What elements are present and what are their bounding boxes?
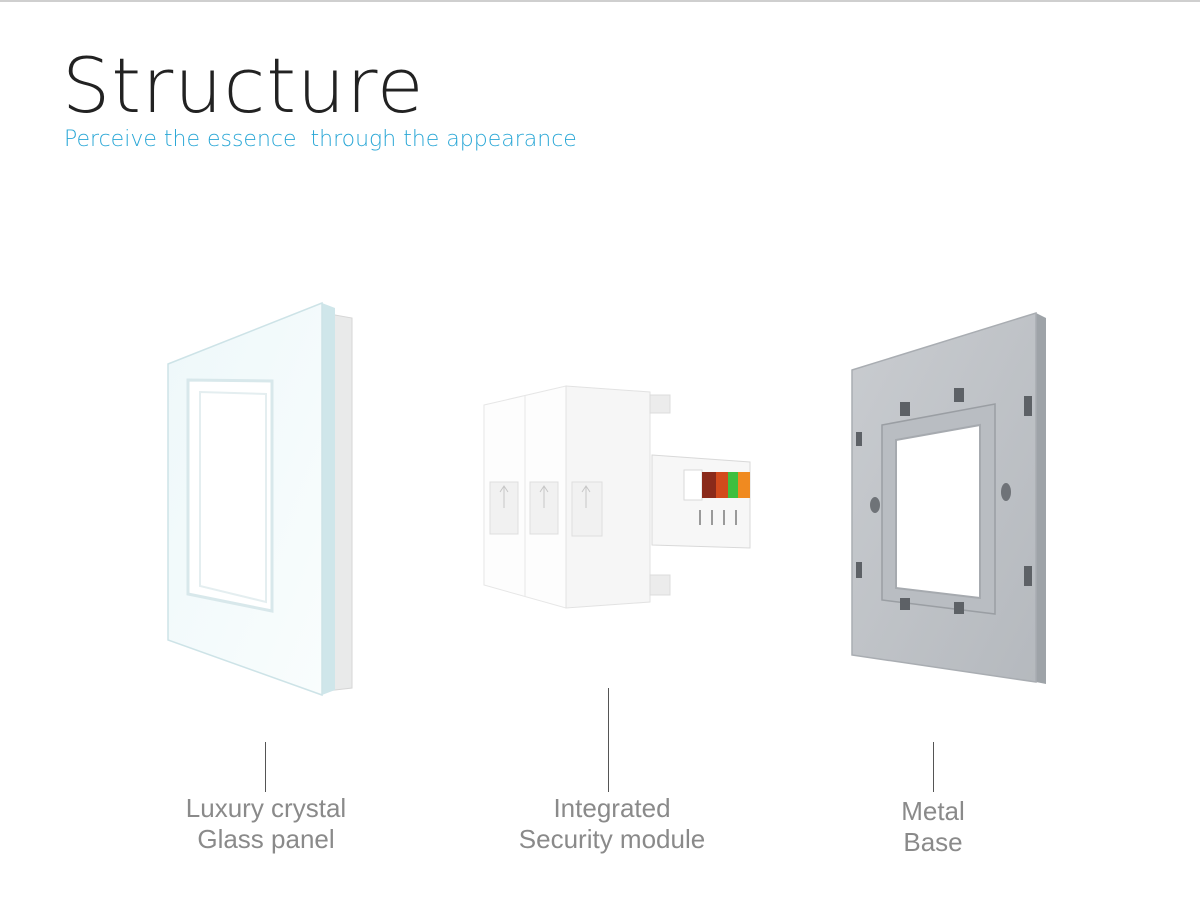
caption-glass-panel-line2: Glass panel — [197, 824, 335, 854]
caption-metal-base-line2: Base — [903, 827, 963, 857]
caption-security-module-line1: Integrated — [553, 793, 671, 823]
top-divider — [0, 0, 1200, 2]
security-module-illustration — [483, 385, 751, 609]
page-subtitle: Perceive the essence through the appeara… — [64, 127, 577, 152]
caption-metal-base: Metal Base — [783, 796, 1083, 858]
caption-security-module: Integrated Security module — [462, 793, 762, 855]
leader-line-security-module — [608, 688, 609, 792]
leader-line-metal-base — [933, 742, 934, 792]
caption-security-module-line2: Security module — [518, 824, 706, 854]
glass-panel-illustration — [167, 301, 353, 697]
caption-metal-base-line1: Metal — [901, 796, 965, 826]
metal-base-illustration — [851, 311, 1046, 684]
page-title: Structure — [62, 41, 425, 130]
leader-line-glass-panel — [265, 742, 266, 792]
caption-glass-panel-line1: Luxury crystal — [185, 793, 347, 823]
caption-glass-panel: Luxury crystal Glass panel — [116, 793, 416, 855]
